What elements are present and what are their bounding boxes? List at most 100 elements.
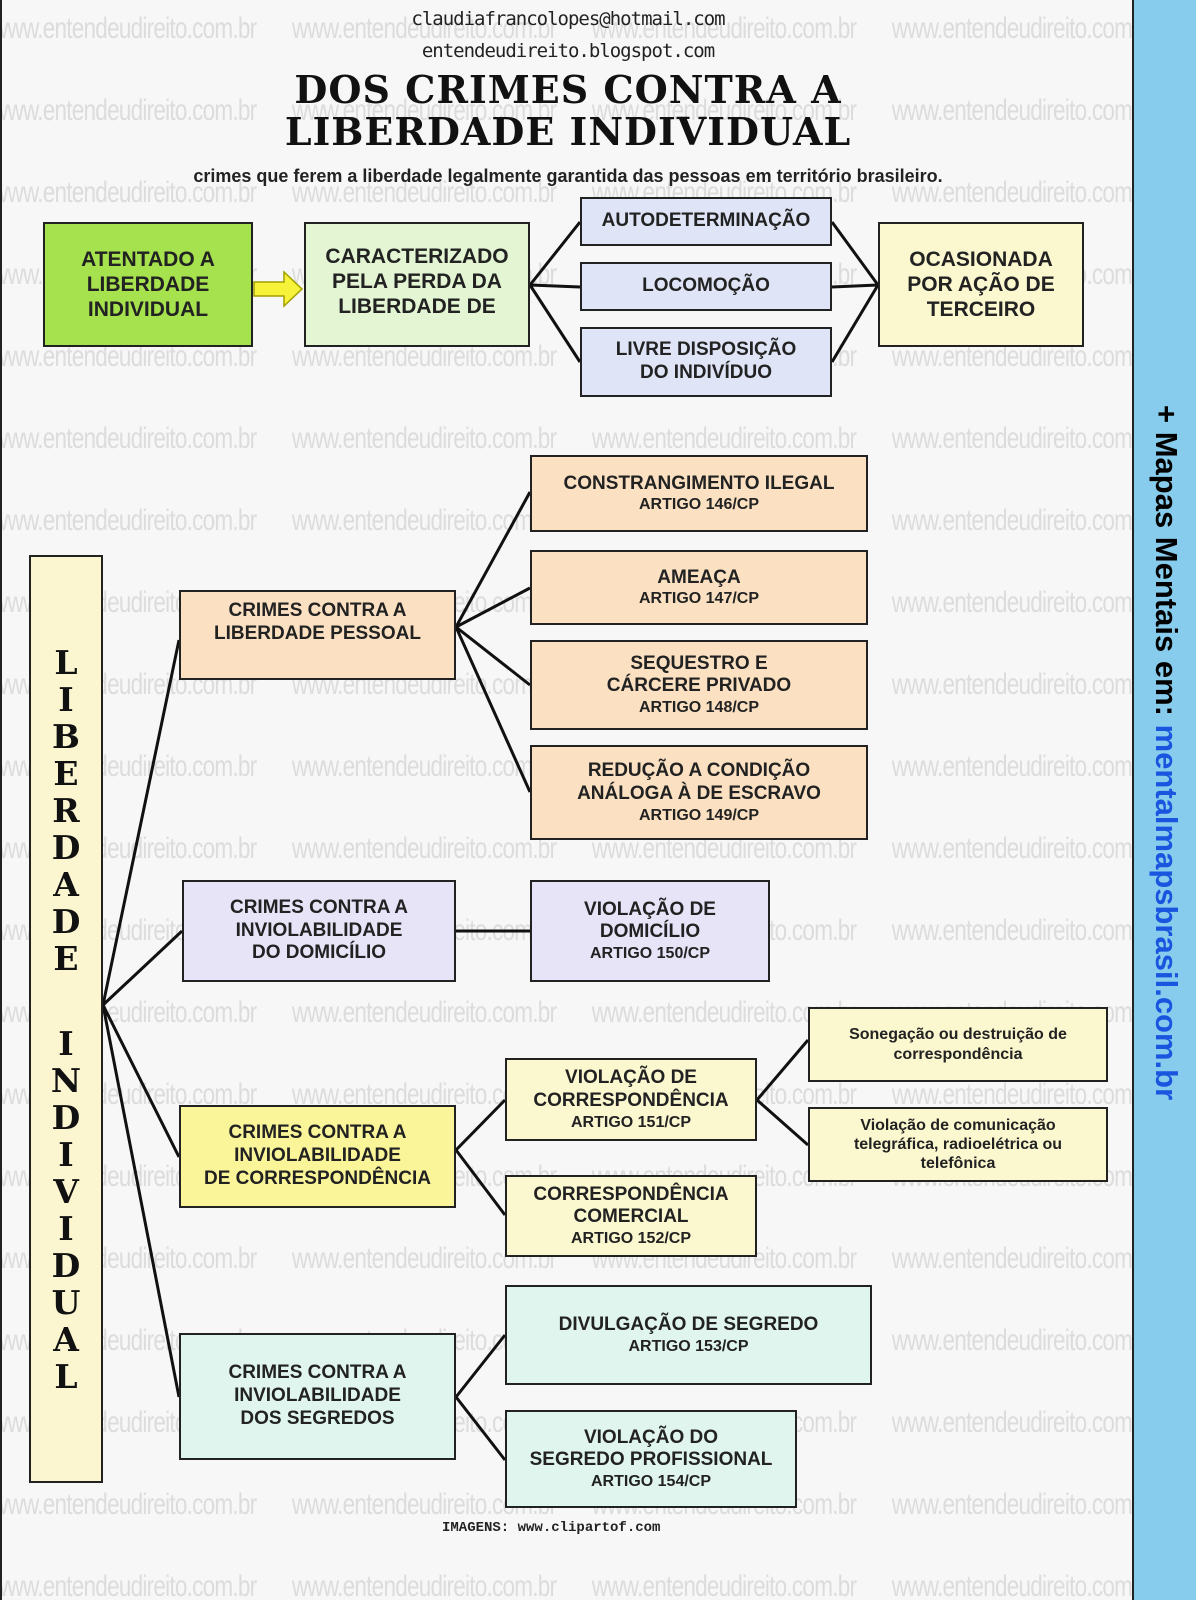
crime-name: SEGREDO PROFISSIONAL (529, 1449, 773, 1471)
subtype-comunicacao: Violação de comunicação telegráfica, rad… (808, 1107, 1108, 1182)
crime-name: VIOLAÇÃO DO (583, 1426, 719, 1448)
connector (830, 221, 880, 363)
watermark-text: www.entendeudireito.com.br www.entendeud… (0, 1570, 1132, 1600)
vertical-letter: D (51, 1245, 81, 1285)
crime-name: SEQUESTRO E (630, 652, 768, 674)
atentado-box: ATENTADO A LIBERDADE INDIVIDUAL (43, 222, 253, 347)
ocasionada-box: OCASIONADA POR AÇÃO DE TERCEIRO (878, 222, 1084, 347)
vertical-letter: D (51, 901, 81, 941)
vertical-letter: I (58, 679, 74, 719)
vertical-letter: I (58, 1023, 74, 1063)
crime-art148: SEQUESTRO E CÁRCERE PRIVADO ARTIGO 148/C… (530, 640, 868, 730)
box-text: LIVRE DISPOSIÇÃO (615, 339, 797, 361)
box-text: INDIVIDUAL (87, 298, 209, 322)
box-text: Violação de comunicação (860, 1116, 1056, 1134)
crime-article: ARTIGO 152/CP (570, 1230, 692, 1248)
author-email: claudiafrancolopes@hotmail.com (411, 8, 725, 30)
box-text: INVIOLABILIDADE (234, 1385, 401, 1407)
mind-map-canvas: www.entendeudireito.com.br www.entendeud… (0, 0, 1132, 1600)
crime-art153: DIVULGAÇÃO DE SEGREDO ARTIGO 153/CP (505, 1285, 872, 1385)
connector (454, 1098, 507, 1216)
vertical-letter: E (53, 938, 79, 978)
box-text: POR AÇÃO DE (907, 272, 1055, 296)
vertical-letter: E (53, 753, 79, 793)
vertical-letter: A (53, 1319, 79, 1359)
box-text: telegráfica, radioelétrica ou (853, 1135, 1063, 1153)
category-correspondencia: CRIMES CONTRA A INVIOLABILIDADE DE CORRE… (179, 1105, 456, 1208)
crime-article: ARTIGO 146/CP (638, 496, 760, 514)
vertical-letter: L (54, 1356, 78, 1396)
box-text: CRIMES CONTRA A (228, 600, 407, 621)
crime-art146: CONSTRANGIMENTO ILEGAL ARTIGO 146/CP (530, 455, 868, 532)
crime-art154: VIOLAÇÃO DO SEGREDO PROFISSIONAL ARTIGO … (505, 1410, 797, 1508)
crime-article: ARTIGO 151/CP (570, 1113, 692, 1131)
box-text: LOCOMOÇÃO (642, 275, 770, 297)
crime-name: CONSTRANGIMENTO ILEGAL (563, 472, 835, 494)
box-text: INVIOLABILIDADE (234, 1145, 401, 1167)
crime-article: ARTIGO 150/CP (589, 945, 711, 963)
connector (454, 1334, 507, 1461)
vertical-letter: I (58, 1134, 74, 1174)
category-segredos: CRIMES CONTRA A INVIOLABILIDADE DOS SEGR… (179, 1333, 456, 1460)
vertical-letter: A (53, 864, 79, 904)
box-text: OCASIONADA (909, 247, 1053, 271)
caracterizado-box: CARACTERIZADO PELA PERDA DA LIBERDADE DE (304, 222, 530, 347)
sidebar-link[interactable]: mentalmapsbrasil.com.br (1149, 724, 1184, 1101)
box-text: DO INDIVÍDUO (640, 362, 772, 383)
sidebar-text: + Mapas Mentais em: mentalmapsbrasil.com… (1148, 405, 1184, 1100)
box-text: PELA PERDA DA (332, 270, 502, 294)
vertical-letter: U (51, 1282, 81, 1322)
vertical-letter: D (51, 827, 81, 867)
vertical-letter: N (50, 1060, 82, 1100)
box-text: DO DOMICÍLIO (251, 942, 387, 964)
arrow-icon (253, 270, 304, 308)
crime-article: ARTIGO 148/CP (638, 699, 760, 717)
box-text: CRIMES CONTRA A (228, 1362, 407, 1384)
box-text: AUTODETERMINAÇÃO (601, 210, 811, 232)
box-text: CRIMES CONTRA A (229, 896, 409, 918)
crime-art149: REDUÇÃO A CONDIÇÃO ANÁLOGA À DE ESCRAVO … (530, 745, 868, 840)
crime-name: VIOLAÇÃO DE (584, 898, 716, 920)
category-domicilio: CRIMES CONTRA A INVIOLABILIDADE DO DOMIC… (182, 880, 456, 982)
locomocao-box: LOCOMOÇÃO (580, 262, 832, 311)
crime-article: ARTIGO 149/CP (638, 806, 760, 824)
crime-article: ARTIGO 154/CP (590, 1473, 712, 1491)
page-title-line1: DOS CRIMES CONTRA A (294, 67, 842, 112)
crime-article: ARTIGO 147/CP (638, 590, 760, 608)
vertical-letter: V (53, 1171, 79, 1211)
crime-art147: AMEAÇA ARTIGO 147/CP (530, 550, 868, 625)
crime-article: ARTIGO 153/CP (628, 1337, 749, 1355)
vertical-letter: D (51, 1097, 81, 1137)
box-text: DE CORRESPONDÊNCIA (204, 1167, 431, 1189)
crime-name: DOMICÍLIO (599, 921, 701, 943)
crime-name: AMEAÇA (657, 566, 741, 588)
box-text: INVIOLABILIDADE (235, 919, 403, 941)
box-text: ATENTADO A (81, 247, 215, 271)
box-text: correspondência (893, 1045, 1023, 1063)
box-text: Sonegação ou destruição de (849, 1026, 1067, 1044)
sidebar-prefix: + Mapas Mentais em: (1149, 405, 1184, 725)
box-text: telefônica (920, 1155, 996, 1173)
vertical-letter: B (52, 716, 80, 756)
watermark-text: www.entendeudireito.com.br www.entendeud… (0, 422, 1132, 455)
vertical-letter: I (58, 1208, 74, 1248)
crime-name: COMERCIAL (573, 1206, 689, 1228)
box-text: CRIMES CONTRA A (228, 1122, 407, 1144)
watermark-text: www.entendeudireito.com.br www.entendeud… (0, 94, 1132, 127)
connector-lines (101, 221, 880, 1461)
box-text: DOS SEGREDOS (240, 1407, 395, 1429)
connector (755, 1039, 810, 1147)
crime-art151: VIOLAÇÃO DE CORRESPONDÊNCIA ARTIGO 151/C… (505, 1058, 757, 1141)
vertical-letter: R (52, 790, 80, 830)
box-text: LIBERDADE PESSOAL (214, 622, 421, 644)
watermark-text: www.entendeudireito.com.br www.entendeud… (0, 176, 1132, 209)
crime-name: CÁRCERE PRIVADO (606, 675, 792, 697)
autodeterminacao-box: AUTODETERMINAÇÃO (580, 197, 832, 246)
crime-art150: VIOLAÇÃO DE DOMICÍLIO ARTIGO 150/CP (530, 880, 770, 982)
page-subtitle: crimes que ferem a liberdade legalmente … (193, 166, 943, 186)
category-liberdade-pessoal: CRIMES CONTRA A LIBERDADE PESSOAL (179, 590, 456, 680)
connector (101, 639, 184, 1398)
